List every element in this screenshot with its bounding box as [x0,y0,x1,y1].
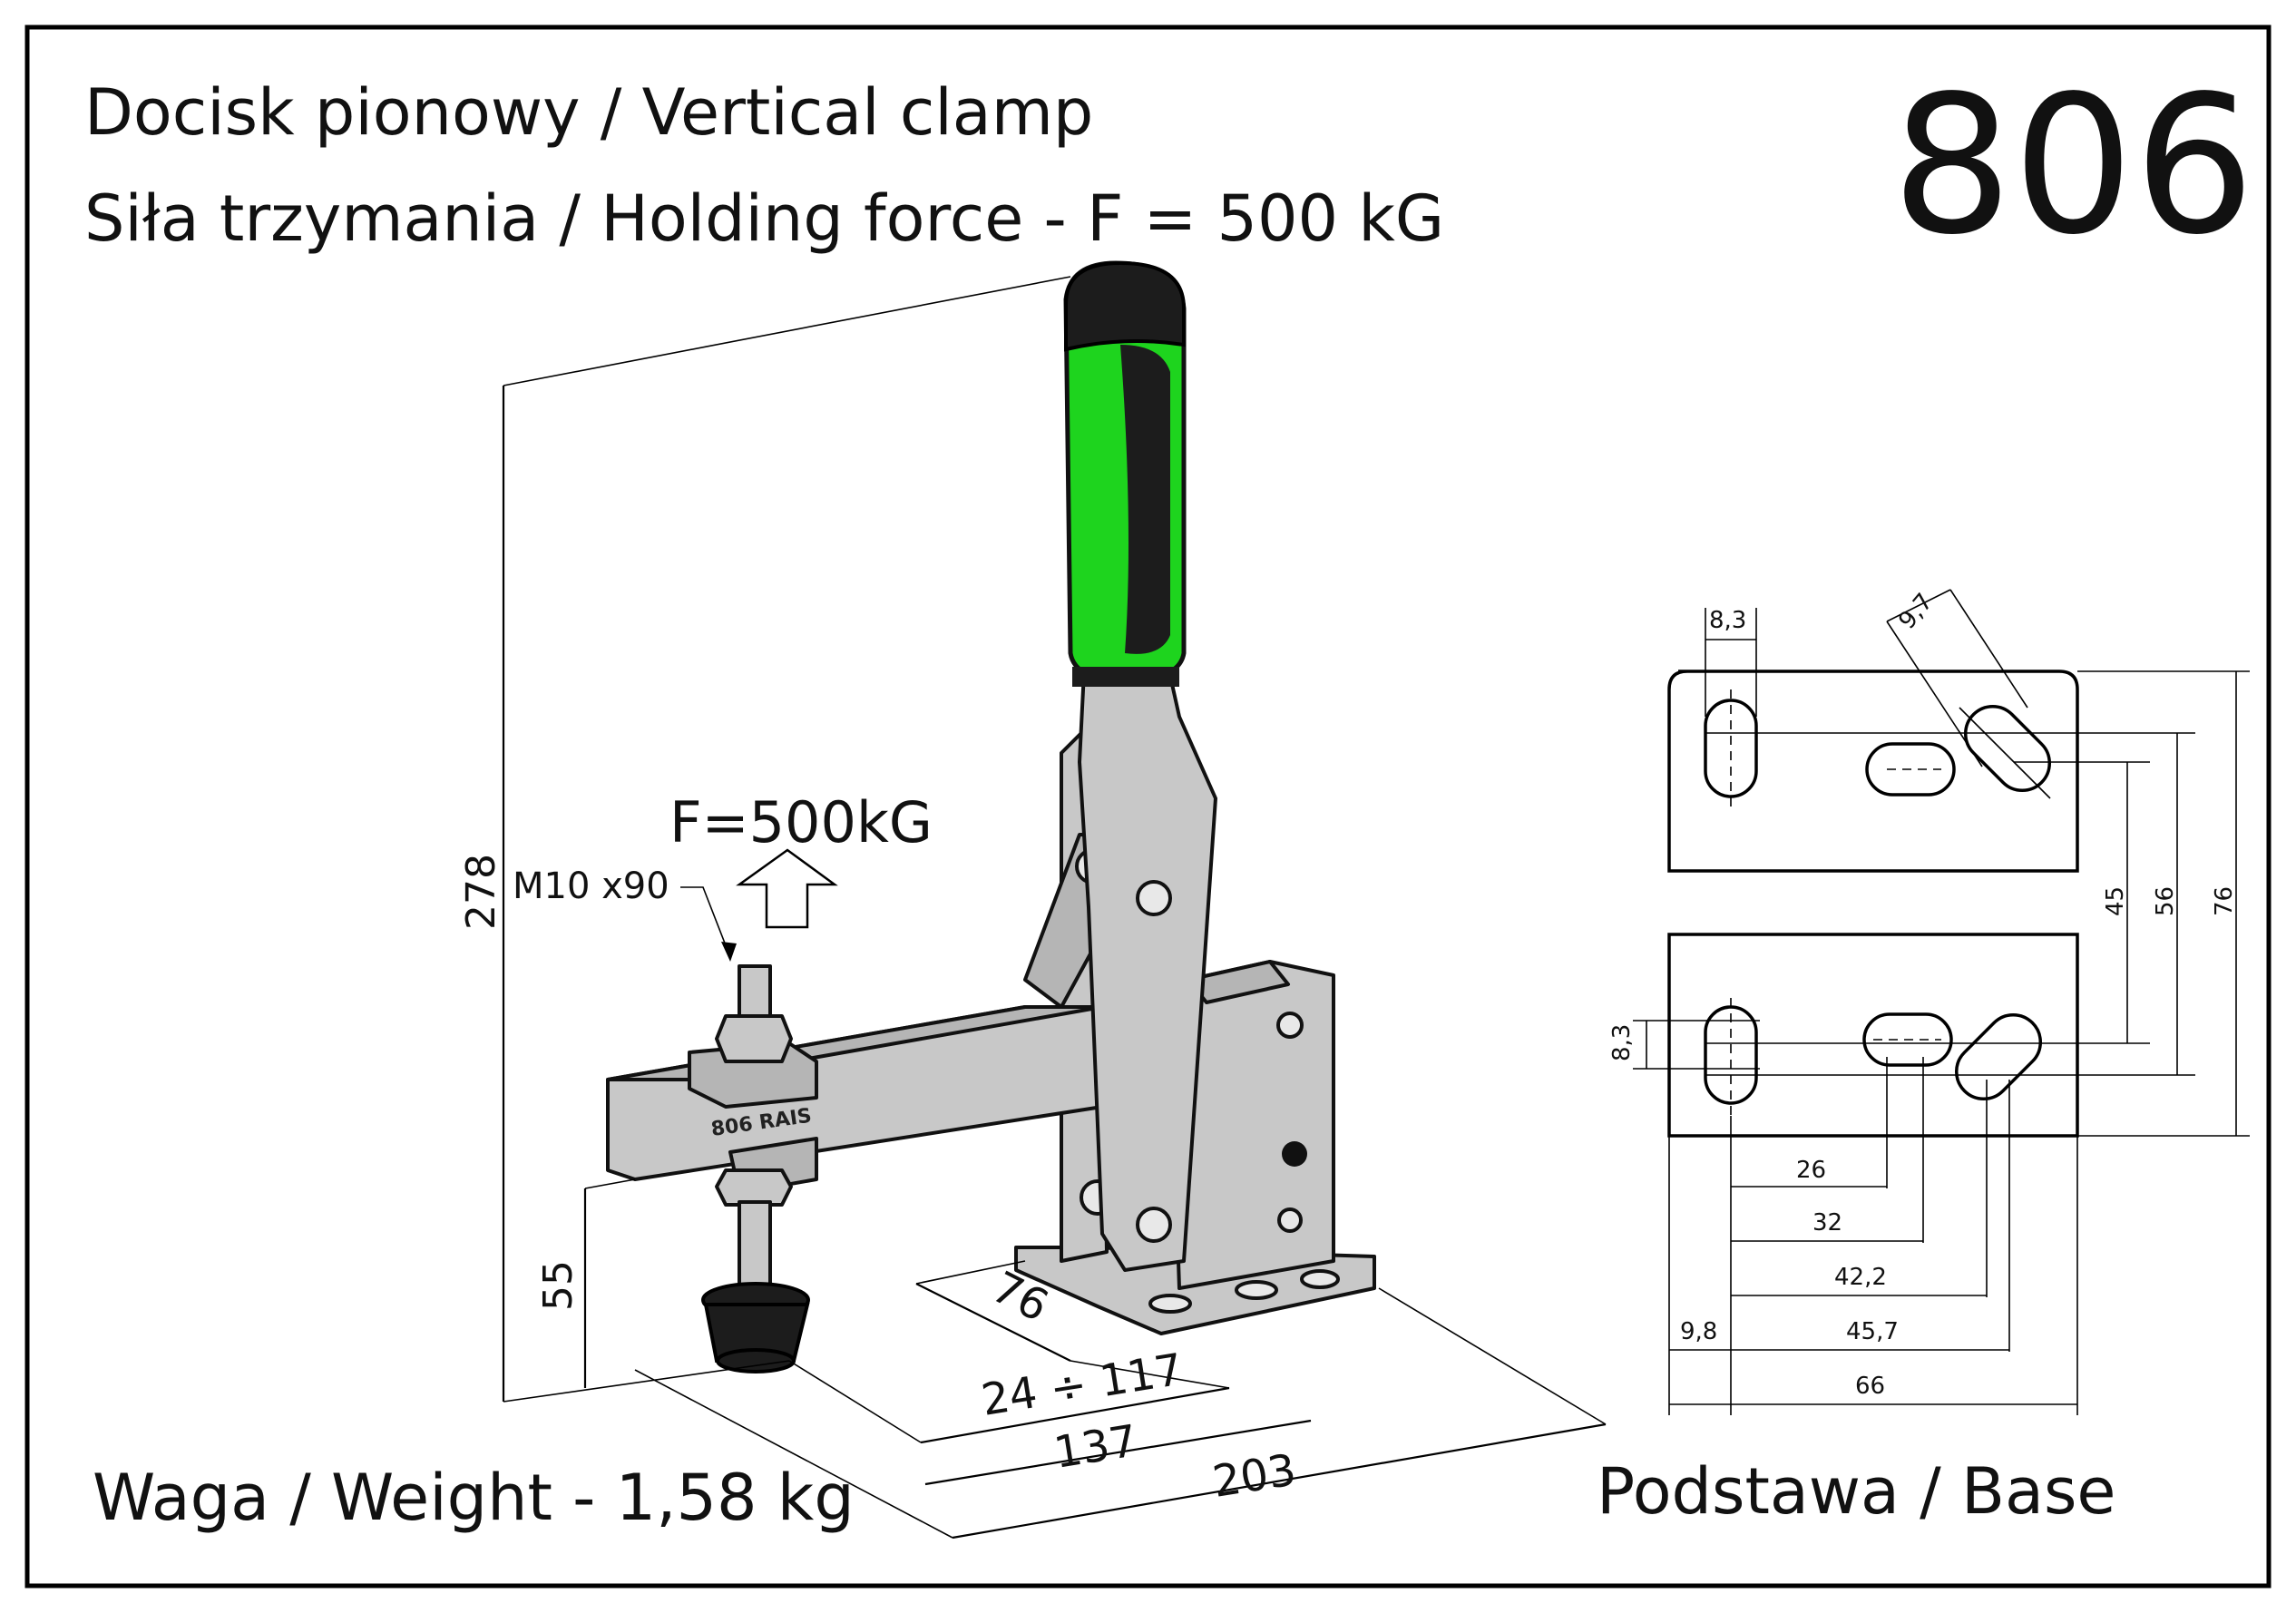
dim-spacing-56: 56 [2152,886,2179,916]
dim-offset-42-2: 42,2 [1834,1264,1887,1291]
spindle-leader-arrowhead [721,942,737,962]
lever-hole [1136,880,1172,916]
base-bottom-view [1667,933,2079,1138]
base-outline-top [1667,670,2079,873]
spindle-leader [680,886,731,958]
handle-grip-black-insert [1120,345,1170,654]
pivot-pin [1282,1141,1307,1167]
handle-lever [1078,670,1217,1272]
dim-line-clamp-range [920,1386,1230,1444]
ext-line [1949,589,2028,709]
base-slot-angled [1954,1012,2043,1101]
ext-line [1378,1287,1607,1425]
base-slot [1704,699,1758,798]
dim-line [1886,589,1951,622]
dim-overall-length: 203 [1209,1444,1299,1508]
dim-offset-26: 26 [1796,1157,1826,1184]
force-arrow [736,848,838,929]
dim-slot-width-side: 8,3 [1608,1024,1636,1061]
dim-offset-32: 32 [1812,1209,1842,1237]
center-line [1959,707,2051,799]
dim-offset-9-8: 9,8 [1680,1318,1717,1345]
base-slot [1235,1280,1278,1300]
pivot-hole [1276,1012,1304,1039]
clamp-illustration: 806 RAIS [606,260,1376,1373]
ext-line [915,1260,1026,1285]
ext-line [503,276,1071,386]
spindle-nut-lower [715,1168,793,1207]
base-top-view [1667,670,2079,873]
base-outline-bottom [1667,933,2079,1138]
base-caption: Podstawa / Base [1597,1454,2115,1529]
dim-reach: 137 [1050,1415,1140,1479]
dim-slot-width-angled: 9,7 [1893,589,1939,635]
dim-width-66: 66 [1855,1373,1885,1400]
handle-collar [1072,667,1179,687]
ext-line [584,1178,636,1189]
weight-label: Waga / Weight - 1,58 kg [93,1461,855,1535]
title-line-1: Docisk pionowy / Vertical clamp [84,75,1093,150]
dim-slot-width-top: 8,3 [1709,607,1746,634]
dim-line-76 [915,1283,1071,1362]
title-line-2: Siła trzymania / Holding force - F = 500… [84,181,1444,256]
base-slot [1300,1269,1340,1289]
sheet-border [24,24,2272,1589]
spindle-label: M10 x90 [513,865,669,907]
base-slot-angled [1963,704,2052,793]
ext-line [1070,1360,1230,1389]
base-slot [1865,742,1956,797]
spindle-tip-bottom [716,1348,796,1373]
dim-height-76: 76 [2211,886,2238,916]
dim-total-height: 278 [458,854,504,930]
ext-line [788,1360,922,1443]
lever-hole [1136,1207,1172,1243]
base-dimensions: 8,3 9,7 8,3 45 56 76 26 32 [1608,589,2250,1415]
clamp-dimensions: F=500kG M10 x90 278 55 76 24 ÷ 117 137 2… [458,276,1607,1540]
dim-spacing-45: 45 [2102,886,2129,916]
base-slot [1148,1294,1192,1314]
ext-line [634,1369,953,1539]
pivot-hole [1277,1207,1303,1233]
dim-offset-45-7: 45,7 [1846,1318,1899,1345]
model-number: 806 [1891,54,2255,277]
ext-line [1886,621,1983,767]
force-label: F=500kG [669,789,933,855]
clamping-bar [606,1005,1104,1181]
ground-line [503,1360,790,1403]
dim-line-203 [952,1422,1607,1540]
handle-cap [1064,260,1186,352]
dim-line-137 [924,1419,1312,1486]
base-slot [1862,1012,1953,1067]
spindle-nut [715,1014,793,1063]
dim-spindle-height: 55 [535,1260,581,1311]
